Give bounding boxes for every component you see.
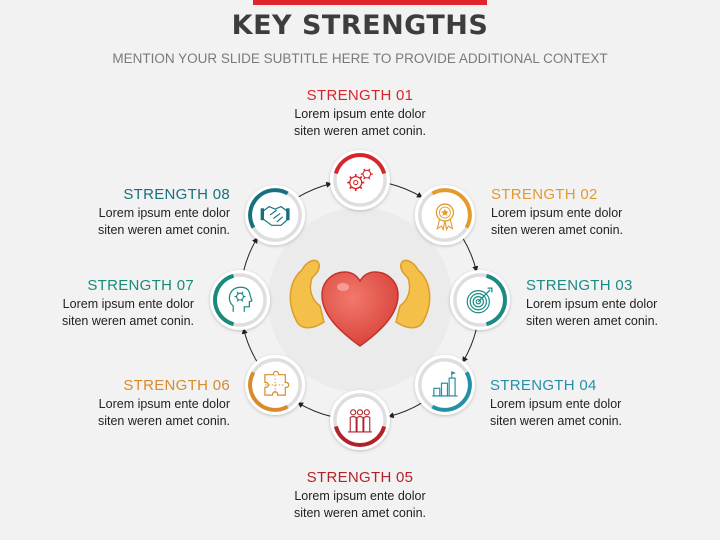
strength-node-3: [450, 270, 510, 330]
strength-node-1: [330, 150, 390, 210]
connector-arrow-8: [297, 181, 333, 198]
strength-description-line2: siten weren amet conin.: [491, 223, 624, 237]
page-title: KEY STRENGTHS: [231, 10, 489, 41]
strength-node-8: [245, 185, 306, 246]
strength-description-line1: Lorem ipsum ente dolor: [490, 397, 622, 411]
strength-title: STRENGTH 02: [491, 186, 598, 203]
strength-title: STRENGTH 01: [306, 87, 414, 104]
strength-description-line2: siten weren amet conin.: [526, 314, 659, 328]
strength-label-6: STRENGTH 06 Lorem ipsum ente dolor siten w…: [30, 377, 230, 430]
connector-arrow-2: [462, 237, 479, 273]
handshake-icon: [260, 205, 290, 226]
strength-description-line1: Lorem ipsum ente dolor: [98, 397, 230, 411]
award-badge-icon: [435, 203, 455, 232]
strength-label-5: STRENGTH 05 Lorem ipsum ente dolor siten w…: [260, 469, 460, 522]
strength-label-1: STRENGTH 01 Lorem ipsum ente dolor siten w…: [260, 87, 460, 140]
gears-icon: [347, 168, 373, 192]
strength-node-6: [245, 354, 306, 415]
strength-node-7: [210, 270, 270, 330]
connector-arrow-3: [462, 328, 477, 363]
strength-label-7: STRENGTH 07 Lorem ipsum ente dolor siten w…: [0, 277, 194, 330]
connector-arrow-4: [387, 402, 423, 419]
strength-title: STRENGTH 05: [306, 469, 414, 486]
strength-title: STRENGTH 07: [87, 277, 194, 294]
strength-description-line1: Lorem ipsum ente dolor: [294, 489, 426, 503]
strength-description-line2: siten weren amet conin.: [293, 124, 426, 138]
strength-description-line2: siten weren amet conin.: [97, 414, 230, 428]
connector-arrow-6: [241, 327, 258, 363]
strength-description-line1: Lorem ipsum ente dolor: [491, 206, 623, 220]
strength-title: STRENGTH 04: [490, 377, 597, 394]
top-accent-bar: [253, 0, 487, 5]
strength-description-line1: Lorem ipsum ente dolor: [62, 297, 194, 311]
strong-heart-icon: [289, 259, 431, 347]
connector-arrow-5: [297, 402, 332, 417]
target-icon: [466, 287, 493, 314]
strength-node-5: [330, 390, 390, 450]
strength-label-2: STRENGTH 02 Lorem ipsum ente dolor siten w…: [491, 186, 691, 239]
strength-label-8: STRENGTH 08 Lorem ipsum ente dolor siten w…: [30, 186, 230, 239]
strength-description-line1: Lorem ipsum ente dolor: [98, 206, 230, 220]
strength-label-4: STRENGTH 04 Lorem ipsum ente dolor siten w…: [490, 377, 690, 430]
page-subtitle: MENTION YOUR SLIDE SUBTITLE HERE TO PROV…: [112, 51, 608, 66]
strength-description-line1: Lorem ipsum ente dolor: [294, 107, 426, 121]
strength-description-line2: siten weren amet conin.: [293, 506, 426, 520]
strength-description-line2: siten weren amet conin.: [61, 314, 194, 328]
strength-node-4: [414, 354, 475, 415]
strength-label-3: STRENGTH 03 Lorem ipsum ente dolor siten w…: [526, 277, 720, 330]
strength-description-line1: Lorem ipsum ente dolor: [526, 297, 658, 311]
strength-nodes: [210, 150, 510, 450]
strength-description-line2: siten weren amet conin.: [490, 414, 623, 428]
strength-node-2: [414, 185, 475, 246]
strength-title: STRENGTH 06: [123, 377, 230, 394]
growth-steps-icon: [432, 371, 458, 397]
mind-gear-icon: [228, 286, 253, 312]
strength-title: STRENGTH 08: [123, 186, 230, 203]
connector-arrow-1: [388, 183, 423, 198]
strength-description-line2: siten weren amet conin.: [97, 223, 230, 237]
team-icon: [348, 409, 372, 433]
strength-title: STRENGTH 03: [526, 277, 633, 294]
connector-arrow-7: [243, 237, 258, 272]
